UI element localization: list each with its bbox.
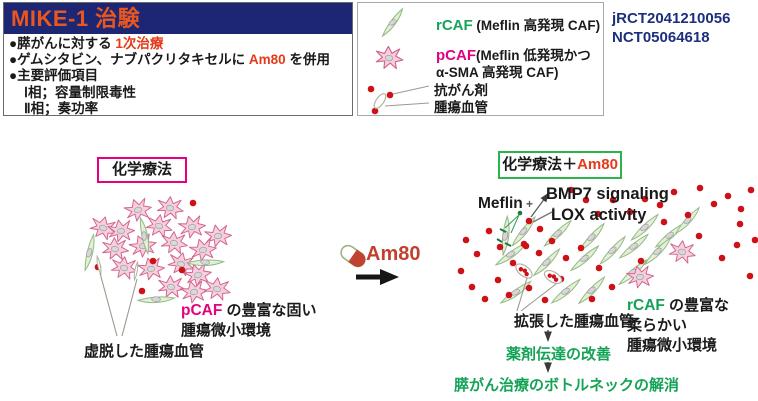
dilated-vessel-icon bbox=[541, 267, 565, 287]
drug-dot-icon bbox=[371, 107, 379, 115]
pcaf-cell-icon bbox=[156, 274, 187, 300]
drug-dot-icon bbox=[386, 91, 394, 99]
trial-title: MIKE-1 治験 bbox=[4, 3, 352, 34]
trial-bullets: ●膵がんに対する 1次治療 ●ゲムシタビン、ナブパクリタキセルに Am80 を併… bbox=[4, 34, 352, 117]
drug-and-vessel-icon bbox=[367, 85, 430, 115]
am80-drug-label: Am80 bbox=[366, 243, 421, 265]
drug-dot-icon bbox=[367, 85, 375, 93]
legend-pcaf-name: pCAF bbox=[436, 47, 476, 64]
collapsed-vessel-icon bbox=[132, 261, 140, 281]
legend-rcaf-entry: rCAF (Meflin 高発現 CAF) bbox=[436, 14, 600, 35]
legend-pcaf-desc1: (Meflin 低発現かつ bbox=[476, 48, 591, 63]
pointer-lines-collapsed-vessels bbox=[99, 272, 138, 337]
pcaf-cell-icon bbox=[375, 45, 404, 70]
activation-arrow-icon bbox=[530, 192, 550, 218]
pcaf-cell-icon bbox=[666, 237, 699, 266]
pointer-lines-dilated-vessels bbox=[516, 277, 557, 312]
right-title-pre: 化学療法＋ bbox=[502, 156, 578, 173]
right-caption-line1: rCAF の豊富な bbox=[627, 296, 729, 316]
rcaf-cell-icon bbox=[381, 7, 404, 38]
trial-registry-ids: jRCT2041210056 NCT05064618 bbox=[612, 9, 730, 47]
plus-sign: + bbox=[526, 197, 534, 211]
bullet-text: を併用 bbox=[285, 52, 330, 68]
dilated-vessel-icon bbox=[512, 260, 536, 282]
left-caption-rest: の豊富な固い bbox=[222, 302, 317, 319]
collapsed-vessel-note: 虚脱した腫瘍血管 bbox=[84, 343, 205, 360]
pcaf-rich-cluster bbox=[73, 194, 234, 337]
registry-jrct-id: jRCT2041210056 bbox=[612, 10, 731, 27]
meflin-label: Meflin bbox=[478, 195, 523, 212]
right-caption-line2: 柔らかい bbox=[627, 317, 688, 334]
bullet-text: ●ゲムシタビン、ナブパクリタキセルに bbox=[9, 52, 249, 68]
legend-box: rCAF (Meflin 高発現 CAF) pCAF(Meflin 低発現かつ … bbox=[357, 2, 604, 116]
right-arrow-icon bbox=[356, 269, 399, 285]
bullet-endpoints: ●主要評価項目 bbox=[9, 68, 99, 84]
drug-dots-right bbox=[457, 184, 758, 304]
legend-rcaf-desc: (Meflin 高発現 CAF) bbox=[472, 18, 601, 33]
dilated-vessel-note: 拡張した腫瘍血管 bbox=[514, 313, 635, 330]
legend-pcaf-desc2: α-SMA 高発現 CAF) bbox=[436, 65, 559, 80]
lox-activity-label: LOX activity bbox=[551, 206, 647, 224]
rcaf-rich-cluster bbox=[457, 184, 758, 373]
pcaf-cell-icon bbox=[176, 213, 208, 240]
right-panel-title: 化学療法＋Am80 bbox=[498, 151, 622, 179]
bottleneck-resolution-label: 膵がん治療のボトルネックの解消 bbox=[454, 377, 680, 394]
bullet-accent-text: 1次治療 bbox=[115, 36, 164, 51]
rcaf-cell-icon bbox=[497, 280, 535, 304]
drug-delivery-improvement-label: 薬剤伝達の改善 bbox=[506, 346, 612, 363]
bullet-phase2: Ⅱ相；奏功率 bbox=[24, 100, 99, 116]
right-title-am80: Am80 bbox=[577, 156, 618, 173]
registry-nct-id: NCT05064618 bbox=[612, 29, 710, 46]
capsule-icon bbox=[340, 244, 366, 268]
tumor-vessel-icon bbox=[373, 93, 387, 109]
bullet-accent-text: Am80 bbox=[248, 52, 286, 68]
legend-pointer-line bbox=[392, 85, 430, 95]
right-caption-line3: 腫瘍微小環境 bbox=[627, 337, 718, 354]
pcaf-label: pCAF bbox=[181, 302, 223, 319]
legend-pcaf-entry: pCAF(Meflin 低発現かつ bbox=[436, 44, 591, 65]
bullet-regimen: ●ゲムシタビン、ナブパクリタキセルに Am80 を併用 bbox=[9, 52, 348, 68]
legend-rcaf-name: rCAF bbox=[436, 17, 473, 34]
trial-info-box: MIKE-1 治験 ●膵がんに対する 1次治療 ●ゲムシタビン、ナブパクリタキセ… bbox=[3, 2, 353, 116]
bullet-phase1: Ⅰ相；容量制限毒性 bbox=[24, 84, 136, 100]
legend-vessel-label: 腫瘍血管 bbox=[434, 100, 488, 115]
legend-pointer-line bbox=[384, 102, 430, 107]
left-panel-title: 化学療法 bbox=[97, 157, 187, 183]
bullet-text: ●膵がんに対する bbox=[9, 36, 116, 51]
left-caption-line2: 腫瘍微小環境 bbox=[181, 322, 272, 339]
right-caption-rest: の豊富な bbox=[664, 297, 730, 314]
bullet-first-line-therapy: ●膵がんに対する 1次治療 bbox=[9, 36, 348, 52]
rcaf-label: rCAF bbox=[627, 297, 665, 314]
inhibition-bar-icon bbox=[532, 207, 555, 223]
bmp7-signaling-label: BMP7 signaling bbox=[546, 185, 669, 203]
left-caption: pCAF の豊富な固い 腫瘍微小環境 bbox=[181, 301, 317, 341]
meflin-cell bbox=[489, 210, 523, 256]
legend-drug-label: 抗がん剤 bbox=[434, 83, 488, 98]
right-caption: rCAF の豊富な 柔らかい 腫瘍微小環境 bbox=[627, 296, 729, 356]
left-caption-line1: pCAF の豊富な固い bbox=[181, 301, 317, 321]
